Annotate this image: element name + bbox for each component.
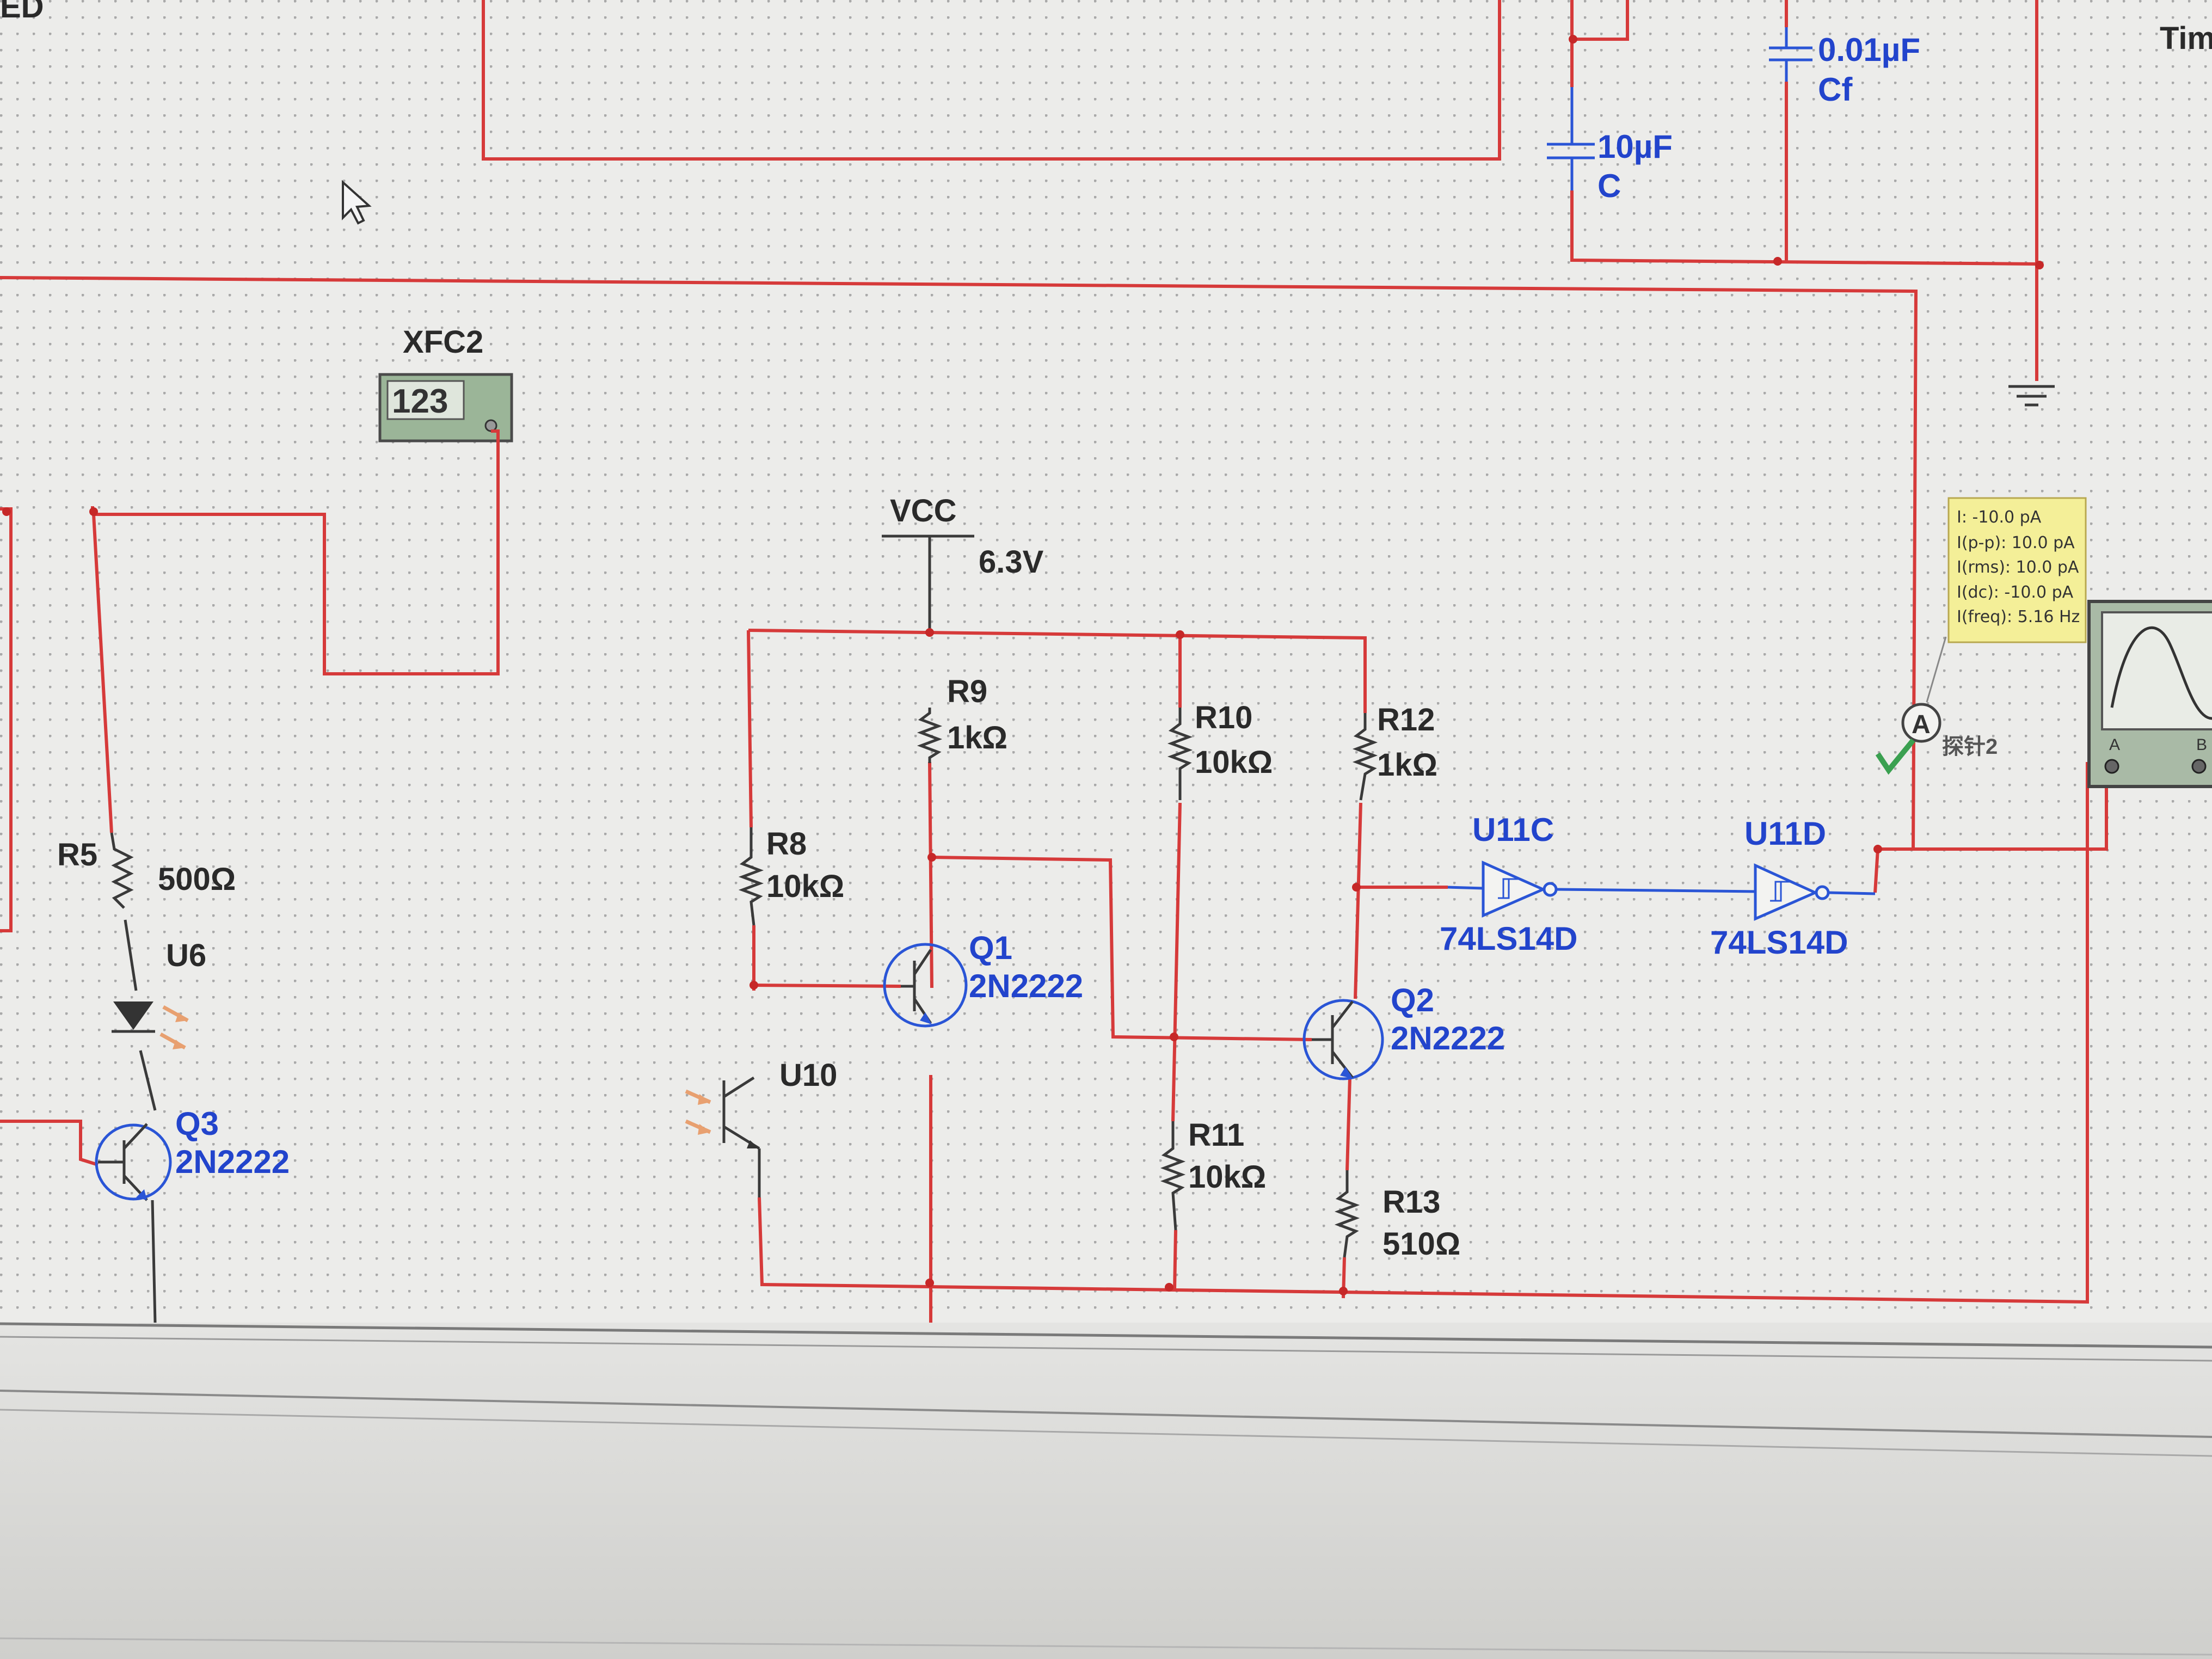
vcc-value: 6.3V	[979, 544, 1044, 580]
main-wires	[747, 628, 2108, 1323]
transistor-q1-part: 2N2222	[969, 968, 1083, 1004]
gate-u11d-part: 74LS14D	[1710, 924, 1848, 961]
resistor-r12[interactable]: R12 1kΩ	[1352, 702, 1437, 801]
phototransistor-u10-name: U10	[779, 1058, 837, 1093]
resistor-r10[interactable]: R10 10kΩ	[1167, 700, 1273, 800]
resistor-r8-name: R8	[766, 826, 807, 862]
resistor-r8-value: 10kΩ	[766, 869, 844, 904]
resistor-r11[interactable]: R11 10kΩ	[1160, 1117, 1266, 1231]
bottom-panel	[0, 1322, 2212, 1659]
resistor-r5[interactable]: R5 500Ω	[57, 832, 236, 909]
gate-u11c-part: 74LS14D	[1440, 920, 1577, 957]
counter-name: XFC2	[403, 324, 483, 360]
schmitt-inverter-u11c[interactable]: U11C 74LS14D	[1440, 812, 1759, 957]
probe-reading-ifreq: I(freq): 5.16 Hz	[1957, 607, 2080, 626]
resistor-r13[interactable]: R13 510Ω	[1334, 1170, 1460, 1262]
transistor-q2[interactable]: Q2 2N2222	[1302, 982, 1505, 1080]
transistor-q1[interactable]: Q1 2N2222	[883, 930, 1083, 1028]
gate-u11c-name: U11C	[1472, 812, 1554, 848]
probe-checkmark-icon	[1875, 738, 1915, 775]
resistor-r10-name: R10	[1195, 700, 1252, 735]
cut-label-left: ED	[0, 0, 44, 24]
probe-reading-idc: I(dc): -10.0 pA	[1957, 583, 2074, 602]
oscilloscope[interactable]: A B	[2087, 600, 2212, 788]
resistor-r13-value: 510Ω	[1382, 1226, 1460, 1262]
light-emission-icon	[159, 1005, 189, 1050]
light-incoming-icon	[685, 1089, 711, 1135]
probe-symbol: A	[1912, 710, 1931, 739]
led-u6[interactable]: U6	[112, 938, 206, 1050]
cursor-arrow-icon	[342, 180, 372, 225]
resistor-r5-value: 500Ω	[158, 862, 236, 897]
capacitor-c-name: C	[1597, 168, 1621, 204]
transistor-q3-name: Q3	[175, 1105, 219, 1142]
resistor-r5-name: R5	[57, 837, 97, 872]
scope-terminal-b-label: B	[2196, 736, 2207, 754]
capacitor-cf-name: Cf	[1818, 71, 1853, 108]
resistor-r12-name: R12	[1377, 702, 1435, 738]
left-wires	[0, 506, 157, 1166]
resistor-r11-value: 10kΩ	[1188, 1159, 1266, 1195]
resistor-r12-value: 1kΩ	[1377, 747, 1437, 783]
capacitor-cf-value: 0.01µF	[1818, 32, 1920, 68]
ammeter-probe-icon	[1901, 703, 1941, 743]
counter-display: 123	[392, 383, 448, 420]
resistor-r13-name: R13	[1382, 1184, 1440, 1220]
top-wires	[0, 0, 2044, 850]
probe-reading-ipp: I(p-p): 10.0 pA	[1957, 533, 2075, 552]
led-u6-name: U6	[166, 938, 206, 973]
transistor-q1-name: Q1	[969, 930, 1012, 966]
waveform-icon	[2110, 626, 2212, 720]
capacitor-c-value: 10µF	[1597, 128, 1673, 165]
resistor-r9-name: R9	[947, 674, 987, 709]
schmitt-inverter-u11d[interactable]: U11D 74LS14D	[1710, 815, 1876, 961]
cut-label-right: Tim	[2160, 21, 2212, 56]
capacitor-cf[interactable]: 0.01µF Cf	[1769, 27, 1920, 108]
scope-terminal-b[interactable]	[2191, 759, 2207, 774]
resistor-r9-value: 1kΩ	[947, 720, 1007, 755]
gate-u11d-name: U11D	[1744, 815, 1826, 852]
transistor-q2-part: 2N2222	[1391, 1020, 1505, 1056]
transistor-q3[interactable]: Q3 2N2222	[95, 1105, 290, 1323]
probe-reading-i: I: -10.0 pA	[1957, 508, 2042, 527]
resistor-r8[interactable]: R8 10kΩ	[738, 826, 844, 926]
scope-terminal-a[interactable]	[2104, 759, 2119, 774]
resistor-r10-value: 10kΩ	[1195, 745, 1273, 780]
scope-terminal-a-label: A	[2109, 736, 2120, 754]
vcc-name: VCC	[890, 493, 956, 529]
vcc-supply[interactable]: VCC 6.3V	[882, 493, 1044, 632]
transistor-q3-part: 2N2222	[175, 1144, 290, 1180]
ground-icon	[2008, 385, 2055, 407]
probe-label: 探针2	[1942, 735, 1998, 759]
capacitor-c[interactable]: 10µF C	[1547, 87, 1673, 204]
resistor-r11-name: R11	[1188, 1117, 1244, 1153]
frequency-counter-xfc2[interactable]: XFC2 123	[93, 324, 513, 675]
phototransistor-u10[interactable]: U10	[685, 1058, 837, 1197]
current-probe[interactable]: I: -10.0 pA I(p-p): 10.0 pA I(rms): 10.0…	[1875, 497, 2087, 775]
resistor-r9[interactable]: R9 1kΩ	[917, 674, 1007, 763]
transistor-q2-name: Q2	[1391, 982, 1434, 1018]
probe-reading-irms: I(rms): 10.0 pA	[1957, 558, 2079, 577]
